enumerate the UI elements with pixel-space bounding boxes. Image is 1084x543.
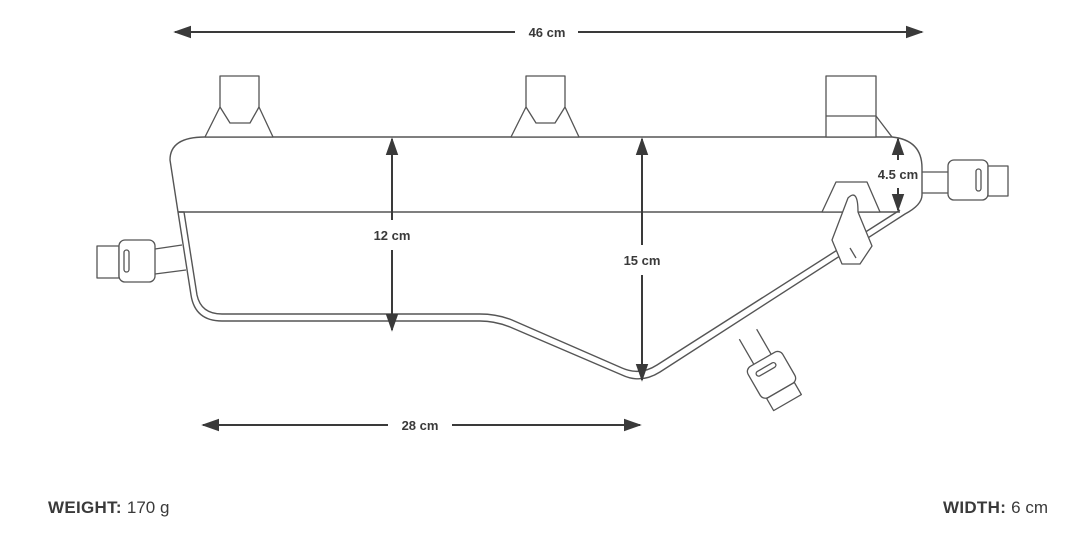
left-buckle-strap [96,239,187,283]
width-value: 6 cm [1011,498,1048,517]
dim-label-rear-depth: 4.5 cm [878,167,918,182]
top-strap-left [204,75,274,138]
bag-outline [169,136,923,380]
width-spec: WIDTH:6 cm [943,498,1048,518]
width-label: WIDTH: [942,498,1007,517]
weight-spec: WEIGHT:170 g [48,498,169,518]
weight-label: WEIGHT: [48,498,122,517]
bag-body [169,136,923,380]
top-strap-middle [510,75,580,138]
right-buckle-strap [922,159,1009,201]
dim-label-max-height: 15 cm [624,253,661,268]
side-straps [96,159,1009,412]
dim-label-bottom-length: 28 cm [402,418,439,433]
dimension-lines [173,25,924,432]
dim-label-front-height: 12 cm [374,228,411,243]
bottom-buckle-strap [738,328,803,412]
dim-label-overall-length: 46 cm [529,25,566,40]
bag-inner-rim [178,209,901,373]
top-straps [204,75,893,138]
top-strap-right [825,75,893,138]
cable-clip [821,181,881,265]
weight-value: 170 g [126,498,170,517]
